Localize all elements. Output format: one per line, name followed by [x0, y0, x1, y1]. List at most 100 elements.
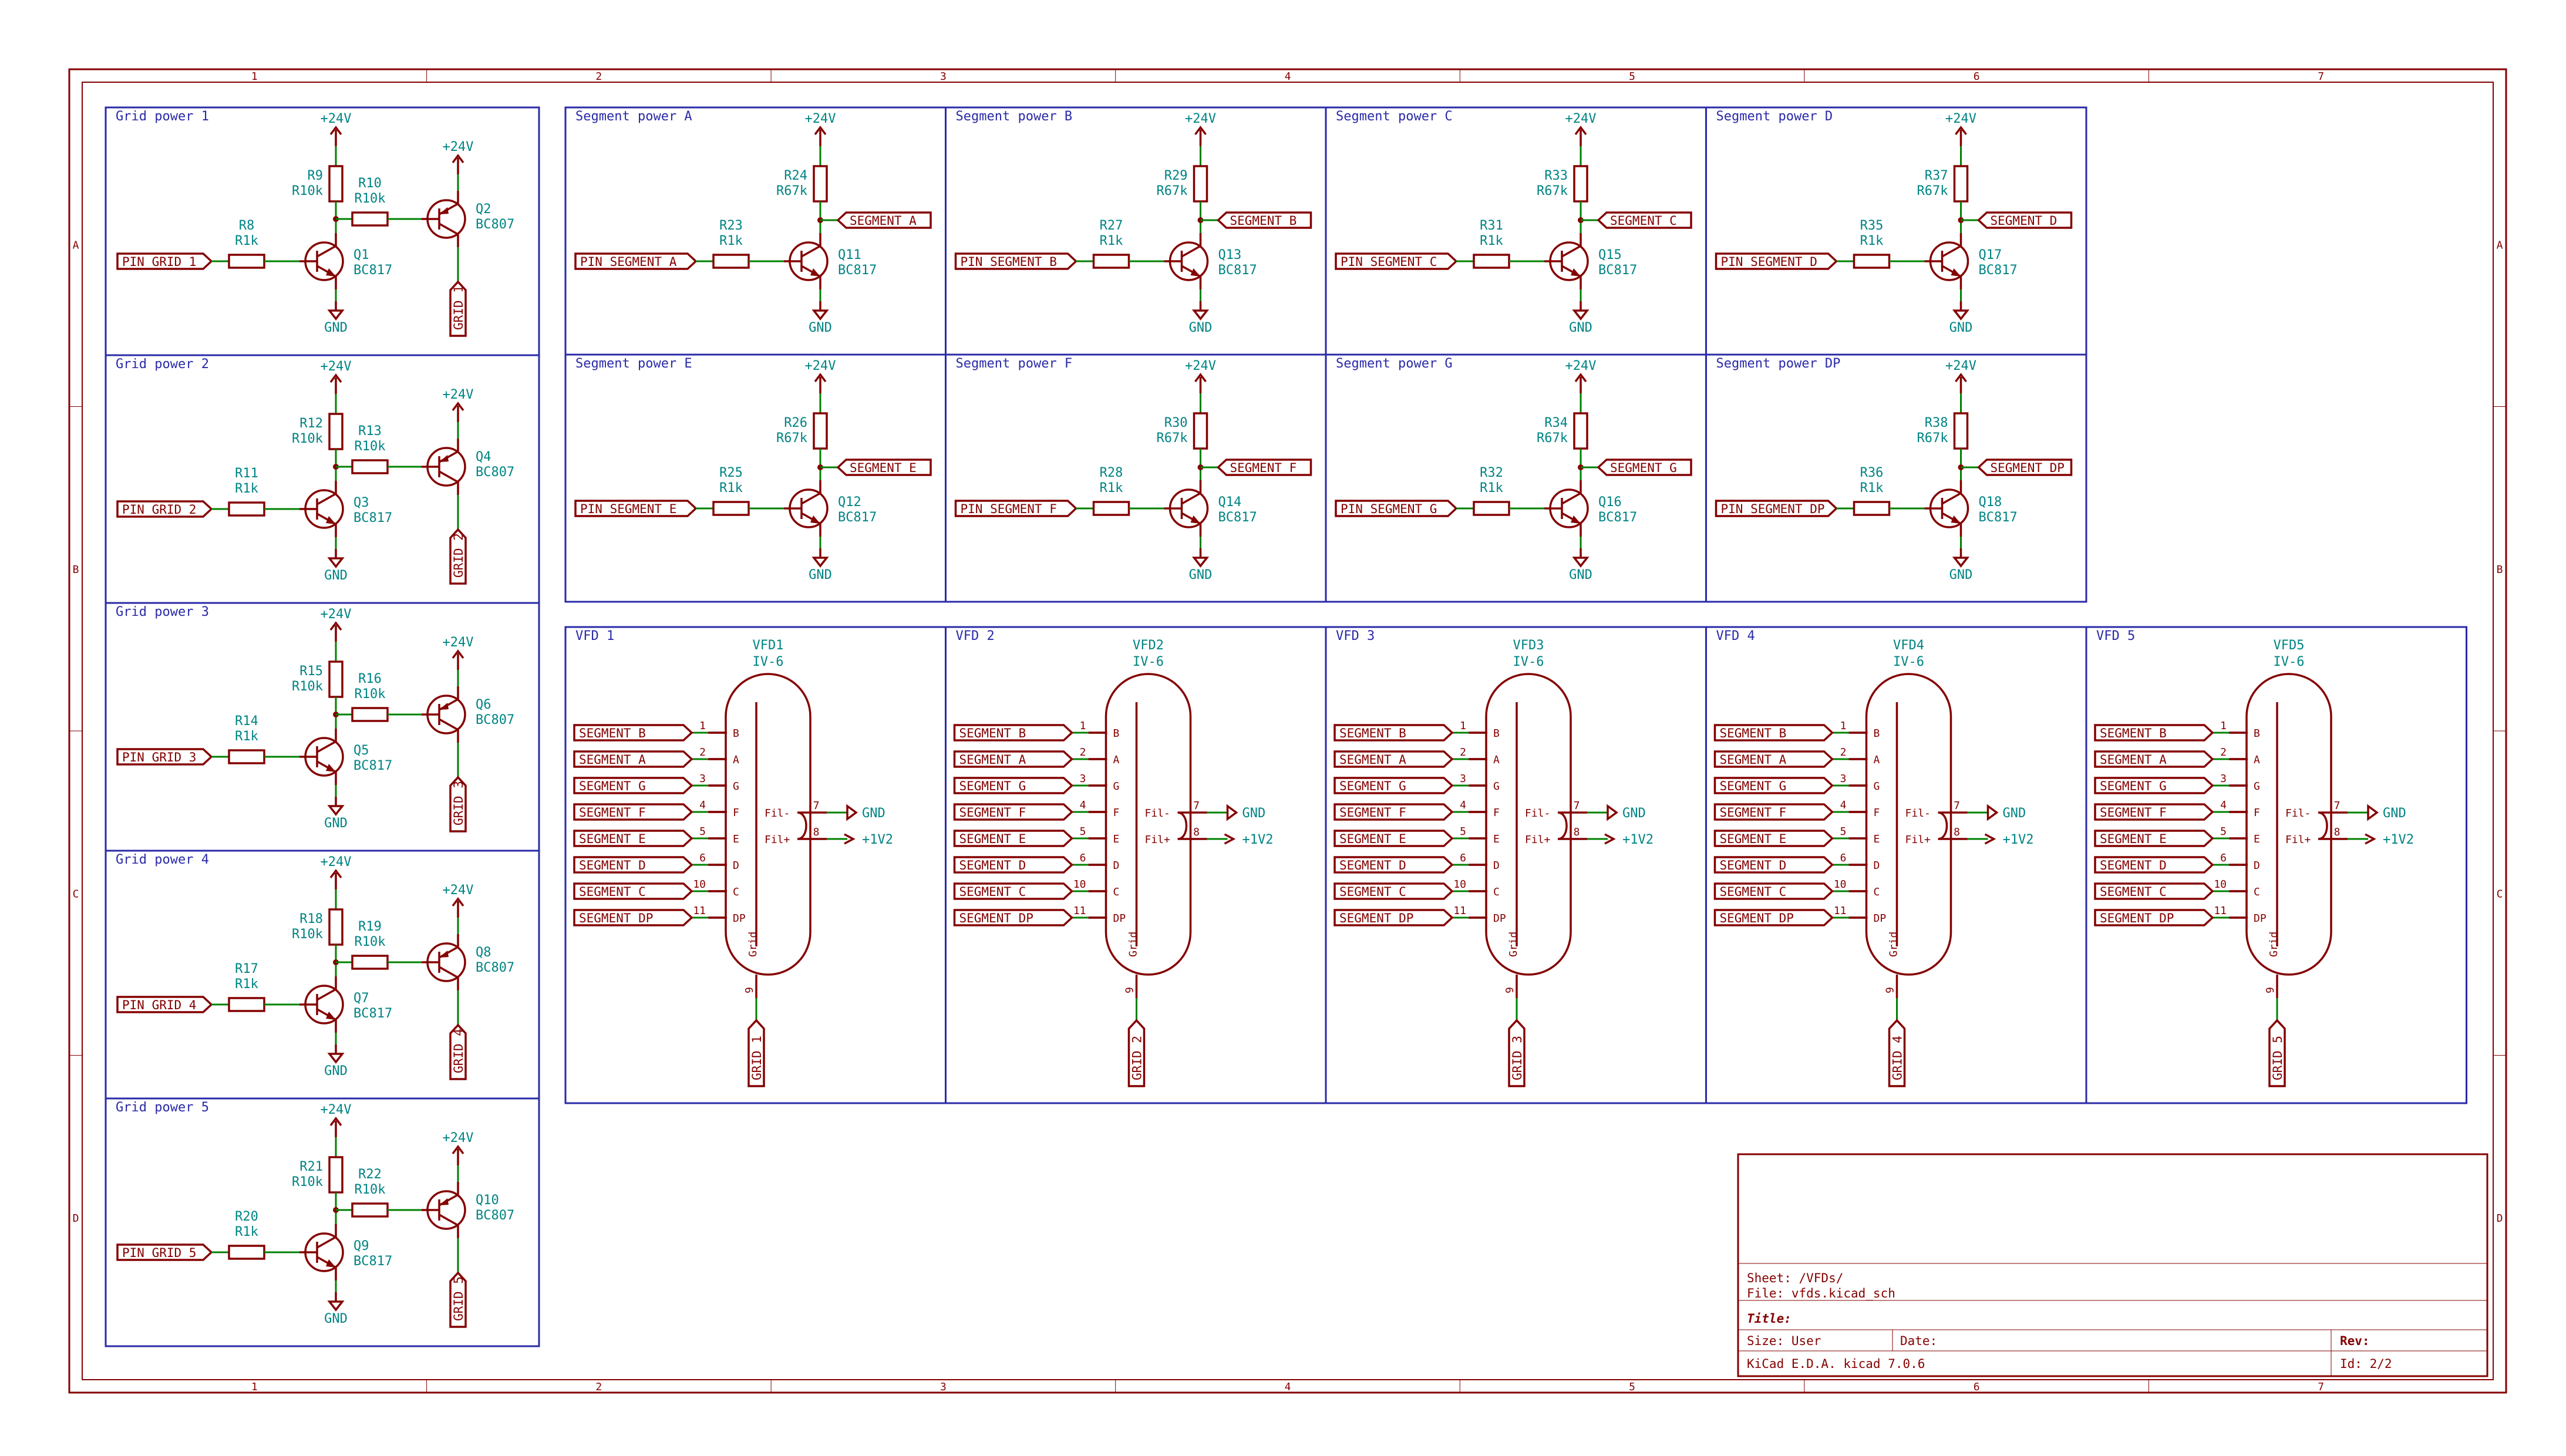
block-title: Segment power B: [956, 109, 1073, 124]
resistor-body: [328, 660, 344, 698]
pin-name: D: [1874, 860, 1880, 872]
transistor-value: BC807: [476, 465, 514, 480]
transistor-ref: Q5: [353, 743, 369, 758]
power-label: +24V: [1945, 112, 1976, 126]
segment-power-block-1: Segment power A+24VR24R67kSEGMENT_AQ11BC…: [564, 106, 947, 356]
row-marker-left: B: [73, 564, 79, 576]
block-border: [564, 106, 947, 356]
npn-transistor: [1924, 480, 1969, 537]
label-text: SEGMENT_DP: [2100, 911, 2174, 925]
transistor-value: BC817: [838, 510, 877, 525]
hierarchical-label-input: SEGMENT_G: [953, 777, 1074, 794]
pin-number: 9: [1504, 987, 1516, 993]
gnd-triangle: [811, 309, 829, 321]
label-outline: [953, 830, 1074, 847]
power-gnd-symbol: GND: [1949, 548, 1972, 582]
label-text: SEGMENT_C: [2100, 885, 2167, 899]
resistor-value: R10k: [292, 432, 323, 446]
resistor-value: R67k: [1157, 431, 1188, 446]
transistor-ref: Q14: [1218, 495, 1242, 510]
gnd-triangle: [327, 309, 345, 321]
pin-number: 2: [1080, 746, 1086, 759]
power-arrow: [329, 126, 342, 136]
pin-name: Fil-: [2285, 807, 2311, 820]
collector-lead: [439, 966, 459, 979]
npn-transistor: [1544, 233, 1589, 289]
label-text: PIN_SEGMENT_B: [961, 255, 1057, 269]
hierarchical-label-input: SEGMENT_B: [1333, 724, 1454, 742]
resistor-value: R1k: [235, 234, 258, 248]
pin-number: 6: [1840, 852, 1847, 864]
hierarchical-label-input: PIN_GRID_4: [116, 996, 213, 1013]
pin-name: Grid: [1888, 932, 1900, 957]
pin-number: 6: [699, 852, 706, 864]
pin-number: 5: [1080, 825, 1086, 838]
power-arrow: [1194, 373, 1207, 383]
block-title: Grid power 4: [116, 852, 209, 867]
resistor-body: [1473, 254, 1510, 269]
label-outline: [1713, 830, 1834, 847]
pin-number: 6: [2220, 852, 2227, 864]
label-outline: [747, 1019, 765, 1087]
label-text: SEGMENT_F: [959, 805, 1026, 820]
gnd-label: GND: [1622, 806, 1646, 821]
pin-number: 9: [1884, 987, 1897, 993]
hierarchical-label-input: SEGMENT_DP: [1713, 909, 1834, 926]
label-text: SEGMENT_B: [579, 726, 646, 740]
gnd-label: GND: [324, 321, 348, 335]
block-title: VFD 2: [956, 629, 995, 643]
label-outline: [573, 724, 693, 742]
grid-power-block-3: Grid power 3+24VR15R10kR16R10kQ6BC807+24…: [105, 602, 540, 852]
resistor-ref: R30: [1164, 416, 1188, 430]
file-name: File: vfds.kicad_sch: [1747, 1286, 1895, 1300]
vertical-label: GRID_4: [449, 1023, 467, 1080]
hierarchical-label-input: PIN_SEGMENT_DP: [1715, 500, 1838, 517]
hierarchical-label-input: PIN_GRID_1: [116, 252, 213, 270]
pin-name: Fil+: [1525, 834, 1551, 846]
label-outline: [836, 459, 932, 476]
hierarchical-label-input: SEGMENT_DP: [573, 909, 693, 926]
power-vcc-symbol: +24V: [321, 855, 351, 889]
vertical-label: GRID_4: [1888, 1019, 1906, 1087]
transistor-ref: Q4: [476, 450, 491, 464]
power-label: +1V2: [862, 833, 893, 847]
transistor-ref: Q6: [476, 697, 491, 712]
vfd-tube-outline: [2245, 673, 2332, 976]
label-outline: [1713, 724, 1834, 742]
power-label: +24V: [805, 112, 836, 126]
power-arrow: [452, 402, 464, 412]
hierarchical-label-input: SEGMENT_A: [2094, 750, 2214, 768]
pin-number: 8: [1954, 826, 1960, 838]
resistor-value: R10k: [292, 927, 323, 942]
label-outline: [1715, 252, 1838, 270]
vertical-label: GRID_1: [449, 280, 467, 337]
transistor-value: BC807: [476, 713, 514, 727]
label-text: GRID_1: [750, 1036, 764, 1080]
label-text: SEGMENT_G: [579, 779, 646, 793]
pin-name: Fil-: [1905, 807, 1931, 820]
vfd-filament-pin: Fil+8: [1145, 826, 1228, 846]
column-marker-bottom: 3: [940, 1381, 947, 1393]
pin-name: Fil+: [765, 834, 790, 846]
pin-name: Grid: [1507, 932, 1520, 957]
vfd-block-4: VFD 4VFD4IV-61BSEGMENT_B2ASEGMENT_A3GSEG…: [1705, 626, 2087, 1104]
power-arrow: [814, 373, 827, 383]
resistor-value: R67k: [776, 184, 807, 198]
power-arrow: [329, 1117, 342, 1127]
pin-name: D: [733, 860, 739, 872]
resistor-body: [1853, 254, 1891, 269]
transistor-ref: Q8: [476, 945, 491, 960]
power-arrow: [452, 1145, 464, 1155]
vfd-block-2: VFD 2VFD2IV-61BSEGMENT_B2ASEGMENT_A3GSEG…: [945, 626, 1327, 1104]
resistor-ref: R37: [1925, 168, 1948, 183]
pin-number: 2: [1460, 746, 1466, 759]
label-text: SEGMENT_B: [1230, 214, 1297, 228]
pin-name: A: [733, 754, 739, 766]
gnd-label: GND: [1949, 321, 1973, 335]
